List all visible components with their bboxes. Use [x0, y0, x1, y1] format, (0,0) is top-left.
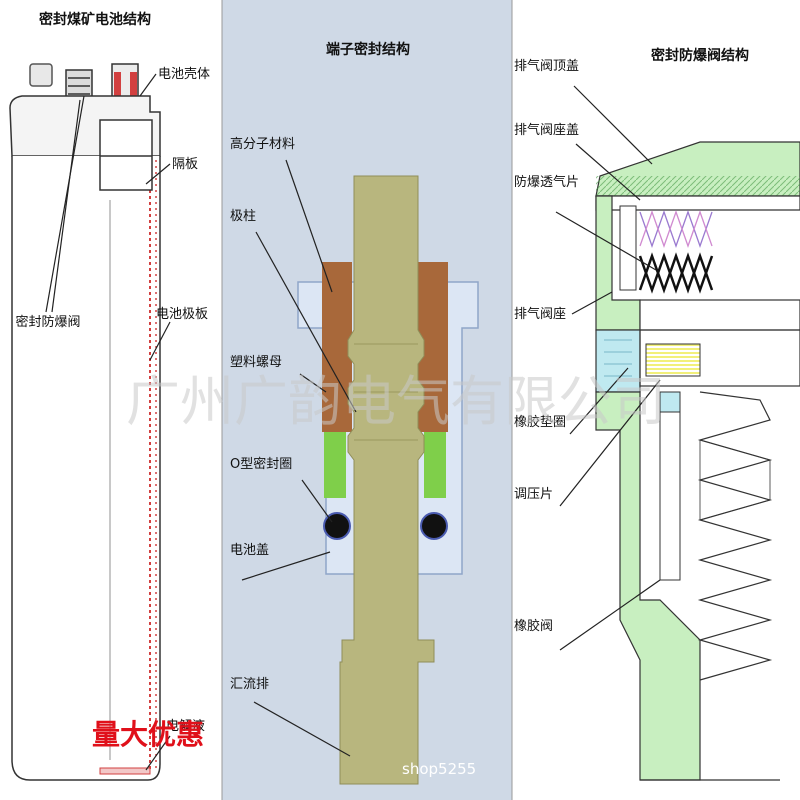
polymer-right-top	[418, 262, 448, 332]
left-title: 密封煤矿电池结构	[38, 11, 151, 28]
valve-threads	[697, 391, 773, 681]
leader-seat-cover	[575, 143, 641, 201]
vent-seat-slot	[619, 205, 637, 291]
battery-illustration	[9, 63, 161, 781]
leader-polymer	[285, 159, 333, 293]
leader-electrolyte	[145, 735, 171, 771]
valve-channel	[659, 411, 681, 581]
oring-green-left	[324, 432, 346, 498]
label-plate: 电池极板	[156, 307, 208, 322]
polymer-left	[322, 332, 352, 432]
separator-block	[99, 155, 153, 191]
right-title: 密封防爆阀结构	[650, 47, 749, 64]
middle-title: 端子密封结构	[326, 41, 410, 58]
leader-plate	[149, 321, 171, 361]
lower-chamber	[639, 329, 800, 387]
terminal-post	[339, 175, 435, 785]
leader-shell	[139, 73, 157, 97]
gasket-lines	[604, 339, 632, 377]
electrolyte-zone	[99, 767, 151, 775]
leader-valve-1	[51, 99, 81, 313]
label-polymer: 高分子材料	[230, 136, 295, 152]
label-valve: 密封防爆阀	[15, 314, 80, 330]
battery-shell	[11, 156, 161, 781]
leader-busbar	[253, 701, 351, 757]
post-thread-lines	[354, 343, 418, 441]
label-shell: 电池壳体	[158, 67, 210, 82]
leader-oring	[301, 479, 333, 523]
leader-pressure	[559, 379, 661, 507]
pressure-plate	[645, 343, 701, 377]
membrane-zigzag-2	[638, 252, 714, 294]
vent-plate	[639, 299, 800, 331]
leader-gasket	[569, 367, 629, 435]
panel-dividers	[221, 0, 513, 800]
label-gasket: 橡胶垫圈	[514, 414, 566, 430]
leader-post	[255, 231, 357, 413]
label-seat: 排气阀座	[514, 306, 566, 322]
leader-separator	[145, 163, 171, 185]
polymer-left-top	[322, 262, 352, 332]
label-cover: 电池盖	[230, 543, 269, 558]
terminal-left	[29, 63, 53, 87]
membrane-zigzag-top	[639, 210, 713, 248]
leader-top-cover	[573, 85, 653, 165]
label-nut: 塑料螺母	[230, 355, 282, 370]
leader-seat	[571, 291, 613, 315]
oring-green-right	[424, 432, 446, 498]
label-pressure: 调压片	[514, 487, 553, 502]
thread-detail	[699, 439, 771, 521]
left-panel: 密封煤矿电池结构 电池壳体 隔板 电池极板 密封防爆阀	[0, 0, 222, 800]
right-panel: 密封防爆阀结构 排气阀顶盖 排气阀座盖 防爆透气片 排气阀座	[512, 0, 800, 800]
membrane-zigzag	[638, 252, 714, 294]
label-electrolyte: 电解液	[166, 719, 205, 734]
leader-membrane	[555, 211, 657, 271]
label-membrane: 防爆透气片	[514, 174, 579, 190]
label-separator: 隔板	[172, 157, 198, 172]
leader-rubber-valve	[559, 579, 661, 651]
label-busbar: 汇流排	[230, 677, 269, 692]
shop-text: shop5255	[402, 760, 476, 778]
battery-lid	[9, 95, 161, 157]
valve-thread	[68, 77, 90, 95]
leader-nut	[299, 373, 327, 393]
label-top-cover: 排气阀顶盖	[514, 58, 579, 74]
label-oring: O型密封圈	[230, 456, 292, 472]
terminal-seal-red-1	[114, 72, 121, 108]
watermark-text: 广州广韵电气有限公司	[126, 370, 666, 433]
membrane-zigzag-top-2	[639, 210, 713, 248]
terminal-seal-red-2	[130, 72, 137, 108]
label-rubber-valve: 橡胶阀	[514, 618, 553, 634]
oring-black-right	[420, 512, 448, 540]
leader-valve-2	[45, 95, 85, 313]
label-seat-cover: 排气阀座盖	[514, 122, 579, 138]
middle-panel: 端子密封结构 高分子材料 极柱 塑料螺母 O型密封圈 电池盖 汇流排 shop5…	[222, 0, 512, 800]
label-post: 极柱	[230, 209, 256, 224]
promo-text: 量大优惠	[92, 718, 204, 751]
leader-cover	[241, 551, 331, 581]
top-cover-hatch	[596, 176, 800, 196]
